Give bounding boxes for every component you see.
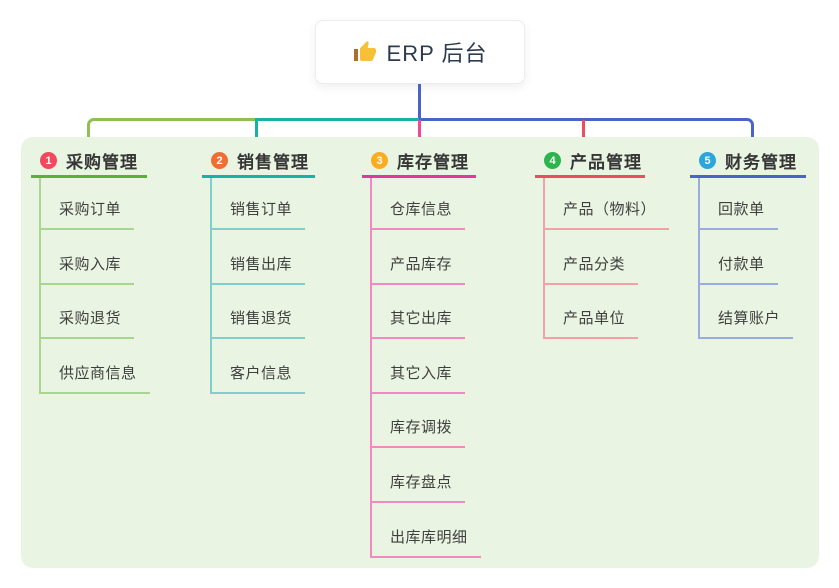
child-item[interactable]: 采购退货	[41, 285, 135, 340]
branch-children: 回款单付款单结算账户	[698, 178, 806, 340]
branch-children: 销售订单销售出库销售退货客户信息	[210, 178, 315, 394]
branch-title[interactable]: 4 产品管理	[535, 146, 645, 178]
branch-children: 仓库信息产品库存其它出库其它入库库存调拨库存盘点出库库明细	[370, 178, 481, 558]
branch: 2 销售管理 销售订单销售出库销售退货客户信息	[202, 146, 315, 394]
child-item-label: 销售退货	[230, 310, 293, 328]
thumbs-up-icon	[353, 41, 376, 61]
branch-children: 采购订单采购入库采购退货供应商信息	[39, 178, 150, 394]
child-item-label: 采购入库	[59, 255, 122, 273]
child-item-label: 其它入库	[390, 364, 453, 382]
child-item-label: 其它出库	[390, 310, 453, 328]
child-item[interactable]: 仓库信息	[372, 178, 466, 230]
connector-branch-4	[582, 120, 585, 143]
child-item-label: 产品单位	[563, 310, 626, 328]
root-node-label: ERP 后台	[386, 41, 488, 66]
branch-number-badge: 5	[699, 152, 716, 169]
branch: 1 采购管理 采购订单采购入库采购退货供应商信息	[31, 146, 150, 394]
child-item[interactable]: 库存盘点	[372, 448, 466, 503]
branch-title[interactable]: 3 库存管理	[362, 146, 476, 178]
child-item-label: 产品库存	[390, 255, 453, 273]
child-item-label: 采购订单	[59, 201, 122, 218]
child-item-label: 出库库明细	[390, 528, 468, 546]
child-item-label: 供应商信息	[59, 364, 137, 382]
connector-branch-5	[419, 118, 754, 143]
child-item-label: 产品（物料）	[563, 201, 657, 218]
connector-root-stem	[418, 84, 421, 120]
child-item[interactable]: 客户信息	[212, 339, 306, 394]
child-item[interactable]: 产品单位	[545, 285, 639, 340]
child-item[interactable]: 库存调拨	[372, 394, 466, 449]
child-item[interactable]: 产品分类	[545, 230, 639, 285]
child-item[interactable]: 出库库明细	[372, 503, 481, 558]
branch-title-label: 库存管理	[397, 153, 469, 172]
branch-title-label: 采购管理	[66, 153, 138, 172]
child-item-label: 销售订单	[230, 201, 293, 218]
child-item[interactable]: 销售出库	[212, 230, 306, 285]
child-item[interactable]: 回款单	[700, 178, 778, 230]
child-item-label: 付款单	[718, 255, 765, 273]
branch-title-label: 产品管理	[570, 153, 642, 172]
branch: 4 产品管理 产品（物料） 产品分类产品单位	[535, 146, 670, 340]
branch-title[interactable]: 1 采购管理	[31, 146, 147, 178]
connector-branch-1	[87, 118, 256, 143]
child-item-label: 销售出库	[230, 255, 293, 273]
branch-number-badge: 1	[40, 152, 57, 169]
child-item[interactable]: 其它出库	[372, 285, 466, 340]
child-item-label: 结算账户	[718, 310, 781, 328]
child-item-label: 回款单	[718, 201, 765, 218]
child-item-label: 客户信息	[230, 364, 293, 382]
branch-title-label: 销售管理	[237, 153, 309, 172]
child-item-label: 仓库信息	[390, 201, 453, 218]
child-item[interactable]: 产品（物料）	[545, 178, 670, 230]
branch-title-label: 财务管理	[725, 153, 797, 172]
connector-bus-middle	[255, 118, 420, 121]
child-item-label: 库存盘点	[390, 473, 453, 491]
child-item-label: 采购退货	[59, 310, 122, 328]
branch-number-badge: 4	[544, 152, 561, 169]
child-item[interactable]: 采购入库	[41, 230, 135, 285]
branch-number-badge: 2	[211, 152, 228, 169]
connector-branch-2	[255, 118, 258, 143]
child-item[interactable]: 销售订单	[212, 178, 306, 230]
root-node[interactable]: ERP 后台	[315, 20, 525, 84]
branch: 3 库存管理 仓库信息产品库存其它出库其它入库库存调拨库存盘点出库库明细	[362, 146, 481, 558]
child-item[interactable]: 其它入库	[372, 339, 466, 394]
child-item[interactable]: 结算账户	[700, 285, 794, 340]
child-item[interactable]: 供应商信息	[41, 339, 150, 394]
child-item[interactable]: 产品库存	[372, 230, 466, 285]
child-item-label: 产品分类	[563, 255, 626, 273]
branch-title[interactable]: 2 销售管理	[202, 146, 315, 178]
branch-children: 产品（物料） 产品分类产品单位	[543, 178, 670, 340]
branch: 5 财务管理 回款单付款单结算账户	[690, 146, 806, 340]
branch-title[interactable]: 5 财务管理	[690, 146, 806, 178]
connector-branch-3	[418, 120, 421, 143]
child-item[interactable]: 销售退货	[212, 285, 306, 340]
child-item[interactable]: 采购订单	[41, 178, 135, 230]
child-item-label: 库存调拨	[390, 419, 453, 437]
child-item[interactable]: 付款单	[700, 230, 778, 285]
branches-panel	[21, 137, 819, 568]
branch-number-badge: 3	[371, 152, 388, 169]
